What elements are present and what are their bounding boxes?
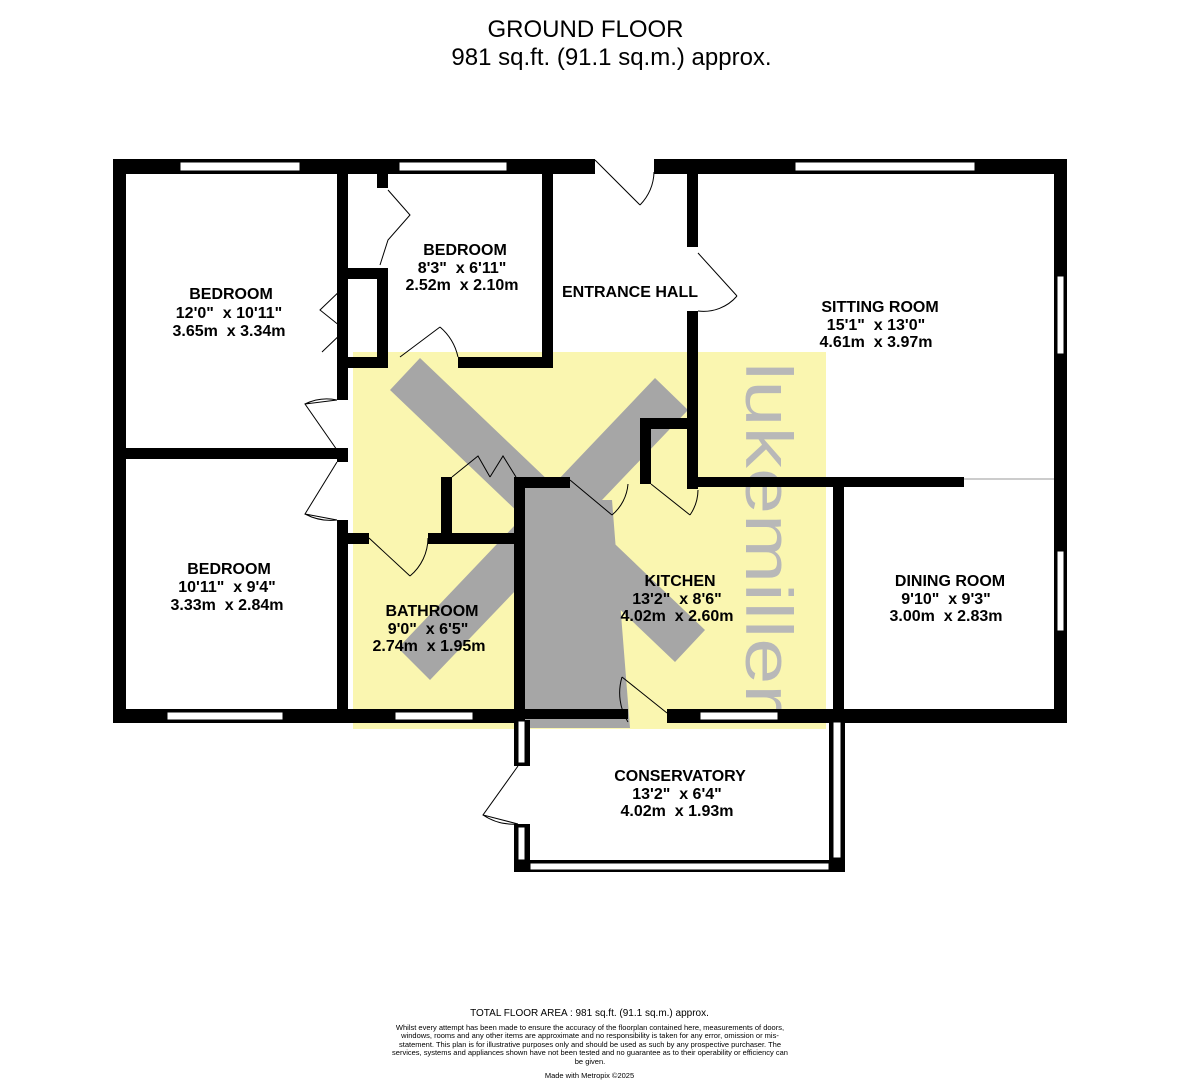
- room-entrance-hall: ENTRANCE HALL: [562, 284, 698, 301]
- room-dim-imperial: 10'11" x 9'4": [178, 579, 276, 596]
- disclaimer: Whilst every attempt has been made to en…: [392, 1023, 788, 1066]
- room-name: SITTING ROOM: [821, 299, 938, 316]
- room-dim-metric: 3.65m x 3.34m: [173, 323, 286, 340]
- room-dim-metric: 4.02m x 1.93m: [621, 803, 734, 820]
- room-bathroom: BATHROOM 9'0" x 6'5" 2.74m x 1.95m: [373, 603, 486, 655]
- room-dim-imperial: 13'2" x 8'6": [632, 591, 722, 608]
- room-name: KITCHEN: [644, 573, 715, 590]
- windmill-logo-icon: [390, 358, 705, 728]
- floor-title: GROUND FLOOR: [487, 16, 684, 43]
- room-dim-imperial: 15'1" x 13'0": [827, 317, 925, 334]
- floor-area: 981 sq.ft. (91.1 sq.m.) approx.: [451, 44, 772, 71]
- room-bedroom-1: BEDROOM 12'0" x 10'11" 3.65m x 3.34m: [173, 286, 286, 340]
- door-swings: [304, 159, 738, 825]
- room-dim-metric: 4.02m x 2.60m: [621, 608, 734, 625]
- room-sitting-room: SITTING ROOM 15'1" x 13'0" 4.61m x 3.97m: [820, 299, 939, 351]
- room-dim-imperial: 8'3" x 6'11": [418, 260, 507, 277]
- room-dim-imperial: 13'2" x 6'4": [632, 786, 722, 803]
- room-name: BATHROOM: [385, 603, 478, 620]
- room-dim-imperial: 12'0" x 10'11": [176, 305, 282, 322]
- room-dim-imperial: 9'10" x 9'3": [901, 591, 991, 608]
- watermark-text: lukemiller: [732, 362, 806, 712]
- room-name: CONSERVATORY: [614, 768, 746, 785]
- room-dim-metric: 2.52m x 2.10m: [406, 277, 519, 294]
- room-dining-room: DINING ROOM 9'10" x 9'3" 3.00m x 2.83m: [890, 573, 1006, 625]
- room-dim-metric: 3.33m x 2.84m: [171, 597, 284, 614]
- room-name: BEDROOM: [423, 242, 507, 259]
- room-name: DINING ROOM: [895, 573, 1005, 590]
- room-name: BEDROOM: [189, 286, 273, 303]
- room-conservatory: CONSERVATORY 13'2" x 6'4" 4.02m x 1.93m: [614, 768, 746, 820]
- made-with-credit: Made with Metropix ©2025: [544, 1071, 635, 1080]
- room-dim-metric: 3.00m x 2.83m: [890, 608, 1003, 625]
- room-kitchen: KITCHEN 13'2" x 8'6" 4.02m x 2.60m: [621, 573, 734, 625]
- room-bedroom-2: BEDROOM 8'3" x 6'11" 2.52m x 2.10m: [406, 242, 519, 294]
- room-bedroom-3: BEDROOM 10'11" x 9'4" 3.33m x 2.84m: [171, 561, 284, 614]
- total-floor-area: TOTAL FLOOR AREA : 981 sq.ft. (91.1 sq.m…: [470, 1008, 709, 1019]
- room-dim-imperial: 9'0" x 6'5": [388, 621, 469, 638]
- windows: [166, 161, 1065, 871]
- room-name: ENTRANCE HALL: [562, 284, 698, 301]
- room-dim-metric: 4.61m x 3.97m: [820, 334, 933, 351]
- room-name: BEDROOM: [187, 561, 271, 578]
- room-dim-metric: 2.74m x 1.95m: [373, 638, 486, 655]
